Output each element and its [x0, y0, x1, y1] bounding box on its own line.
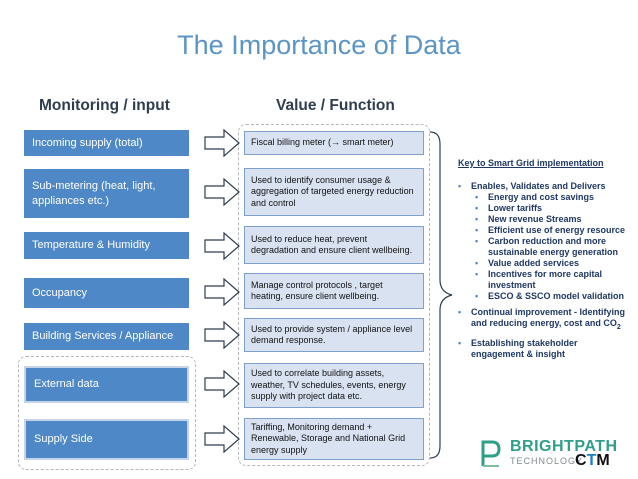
key-sub-point: Incentives for more capital investment [458, 269, 628, 291]
key-heading: Key to Smart Grid implementation [458, 158, 604, 168]
input-incoming-supply: Incoming supply (total) [24, 130, 189, 156]
value-function-heading: Value / Function [276, 97, 395, 114]
function-tariffing: Tariffing, Monitoring demand + Renewable… [244, 418, 424, 460]
arrow-right-icon [204, 425, 240, 453]
key-stakeholder-engagement: Establishing stakeholder engagement & in… [458, 338, 628, 360]
brightpath-logo-icon [481, 440, 501, 467]
key-sub-point: Lower tariffs [458, 203, 628, 214]
arrow-right-icon [204, 370, 240, 398]
key-sub-point: Value added services [458, 258, 628, 269]
function-label: Used to provide system / appliance level… [251, 323, 413, 346]
input-occupancy: Occupancy [24, 278, 189, 308]
input-label: Building Services / Appliance [32, 330, 174, 342]
function-label: Used to identify consumer usage & aggreg… [251, 174, 414, 208]
key-sub-point: Energy and cost savings [458, 192, 628, 203]
function-reduce-heat: Used to reduce heat, prevent degradation… [244, 226, 424, 264]
right-brace-icon [429, 131, 453, 459]
arrow-right-icon [204, 232, 240, 260]
brightpath-logo-text: BRIGHTPATH [510, 438, 618, 455]
function-label: Manage control protocols , target heatin… [251, 279, 383, 302]
input-label: Occupancy [32, 286, 88, 299]
input-label: Incoming supply (total) [32, 136, 143, 149]
key-sub-point: New revenue Streams [458, 214, 628, 225]
function-label: Used to correlate building assets, weath… [251, 368, 406, 402]
key-sub-point: Efficient use of energy resource [458, 225, 628, 236]
function-label: Tariffing, Monitoring demand + Renewable… [251, 421, 406, 455]
key-main-point: Enables, Validates and Delivers Energy a… [458, 181, 628, 302]
key-sub-point: ESCO & SSCO model validation [458, 291, 628, 302]
external-sources-bracket [18, 356, 196, 470]
input-external-data: External data [24, 366, 189, 403]
smart-grid-key-panel: Key to Smart Grid implementation Enables… [458, 158, 628, 360]
function-label: Used to reduce heat, prevent degradation… [251, 233, 413, 256]
co2-subscript: 2 [616, 323, 621, 331]
input-building-services: Building Services / Appliance [24, 323, 189, 350]
input-label: Sub-metering (heat, light, appliances et… [32, 179, 156, 207]
key-sub-point: Carbon reduction and more sustainable en… [458, 236, 628, 258]
arrow-right-icon [204, 178, 240, 206]
slide-title: The Importance of Data [177, 30, 461, 60]
technology-logo-text: TECHNOLOGY [510, 456, 584, 466]
key-continual-improvement: Continual improvement - Identifying and … [458, 307, 628, 333]
function-label: Fiscal billing meter (→ smart meter) [251, 137, 394, 148]
input-supply-side: Supply Side [24, 419, 189, 460]
function-correlate-assets: Used to correlate building assets, weath… [244, 363, 424, 408]
arrow-right-icon [204, 129, 240, 157]
key-sub-list: Energy and cost savings Lower tariffs Ne… [458, 192, 628, 302]
input-temperature-humidity: Temperature & Humidity [24, 232, 189, 259]
function-control-protocols: Manage control protocols , target heatin… [244, 273, 424, 309]
functions-bracket [238, 124, 430, 466]
input-label: Temperature & Humidity [32, 239, 150, 251]
arrow-right-icon [204, 278, 240, 306]
input-sub-metering: Sub-metering (heat, light, appliances et… [24, 169, 189, 218]
input-label: External data [34, 378, 99, 390]
input-label: Supply Side [34, 433, 93, 445]
function-demand-response: Used to provide system / appliance level… [244, 318, 424, 352]
ctm-logo: CTM [575, 452, 610, 469]
function-billing-meter: Fiscal billing meter (→ smart meter) [244, 131, 424, 155]
monitoring-input-heading: Monitoring / input [39, 97, 170, 114]
arrow-right-icon [204, 321, 240, 349]
function-consumer-usage: Used to identify consumer usage & aggreg… [244, 168, 424, 216]
